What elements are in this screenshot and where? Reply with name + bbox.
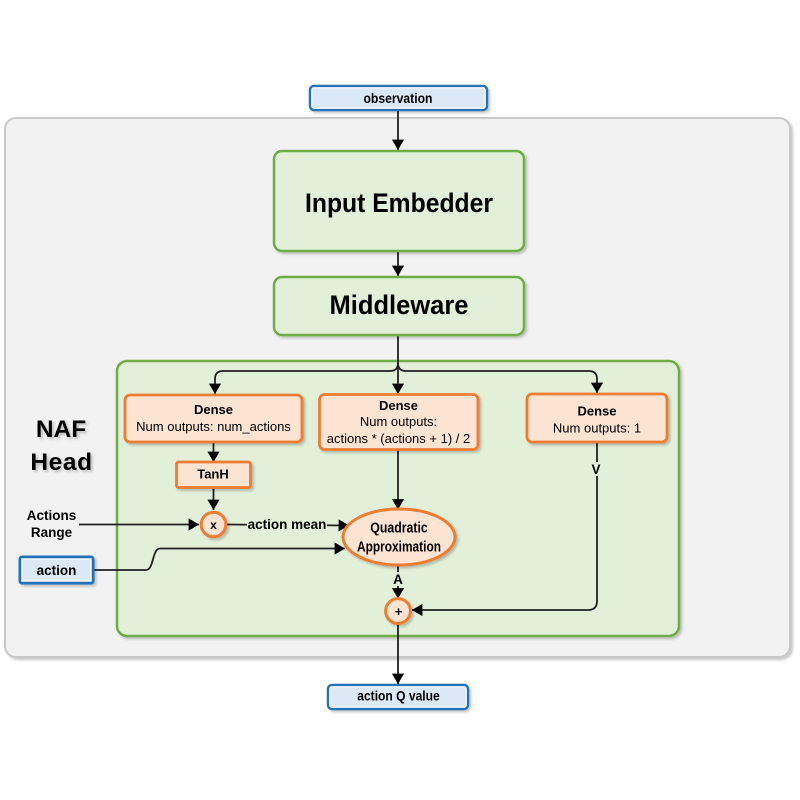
svg-text:Dense: Dense: [194, 402, 233, 417]
svg-text:action mean: action mean: [248, 517, 327, 532]
svg-text:Num outputs: 1: Num outputs: 1: [553, 421, 641, 436]
svg-text:action: action: [37, 563, 77, 578]
svg-text:x: x: [210, 518, 217, 532]
svg-text:NAF: NAF: [36, 416, 86, 443]
svg-text:Middleware: Middleware: [330, 290, 469, 320]
svg-text:actions * (actions + 1) / 2: actions * (actions + 1) / 2: [327, 431, 470, 446]
svg-text:V: V: [591, 462, 600, 477]
svg-text:Input Embedder: Input Embedder: [305, 188, 493, 218]
svg-text:Dense: Dense: [379, 398, 418, 413]
svg-text:TanH: TanH: [197, 467, 229, 482]
svg-text:+: +: [395, 604, 403, 619]
svg-text:Num outputs: num_actions: Num outputs: num_actions: [136, 419, 291, 434]
svg-text:Actions: Actions: [27, 508, 77, 523]
svg-text:observation: observation: [364, 91, 433, 106]
svg-text:Head: Head: [30, 449, 92, 476]
svg-text:Approximation: Approximation: [357, 540, 441, 556]
svg-text:action Q value: action Q value: [357, 688, 440, 704]
svg-text:Dense: Dense: [577, 404, 616, 419]
svg-text:Quadratic: Quadratic: [370, 521, 428, 537]
svg-text:Num outputs:: Num outputs:: [360, 414, 437, 429]
svg-text:A: A: [393, 572, 403, 587]
svg-text:Range: Range: [31, 525, 73, 540]
